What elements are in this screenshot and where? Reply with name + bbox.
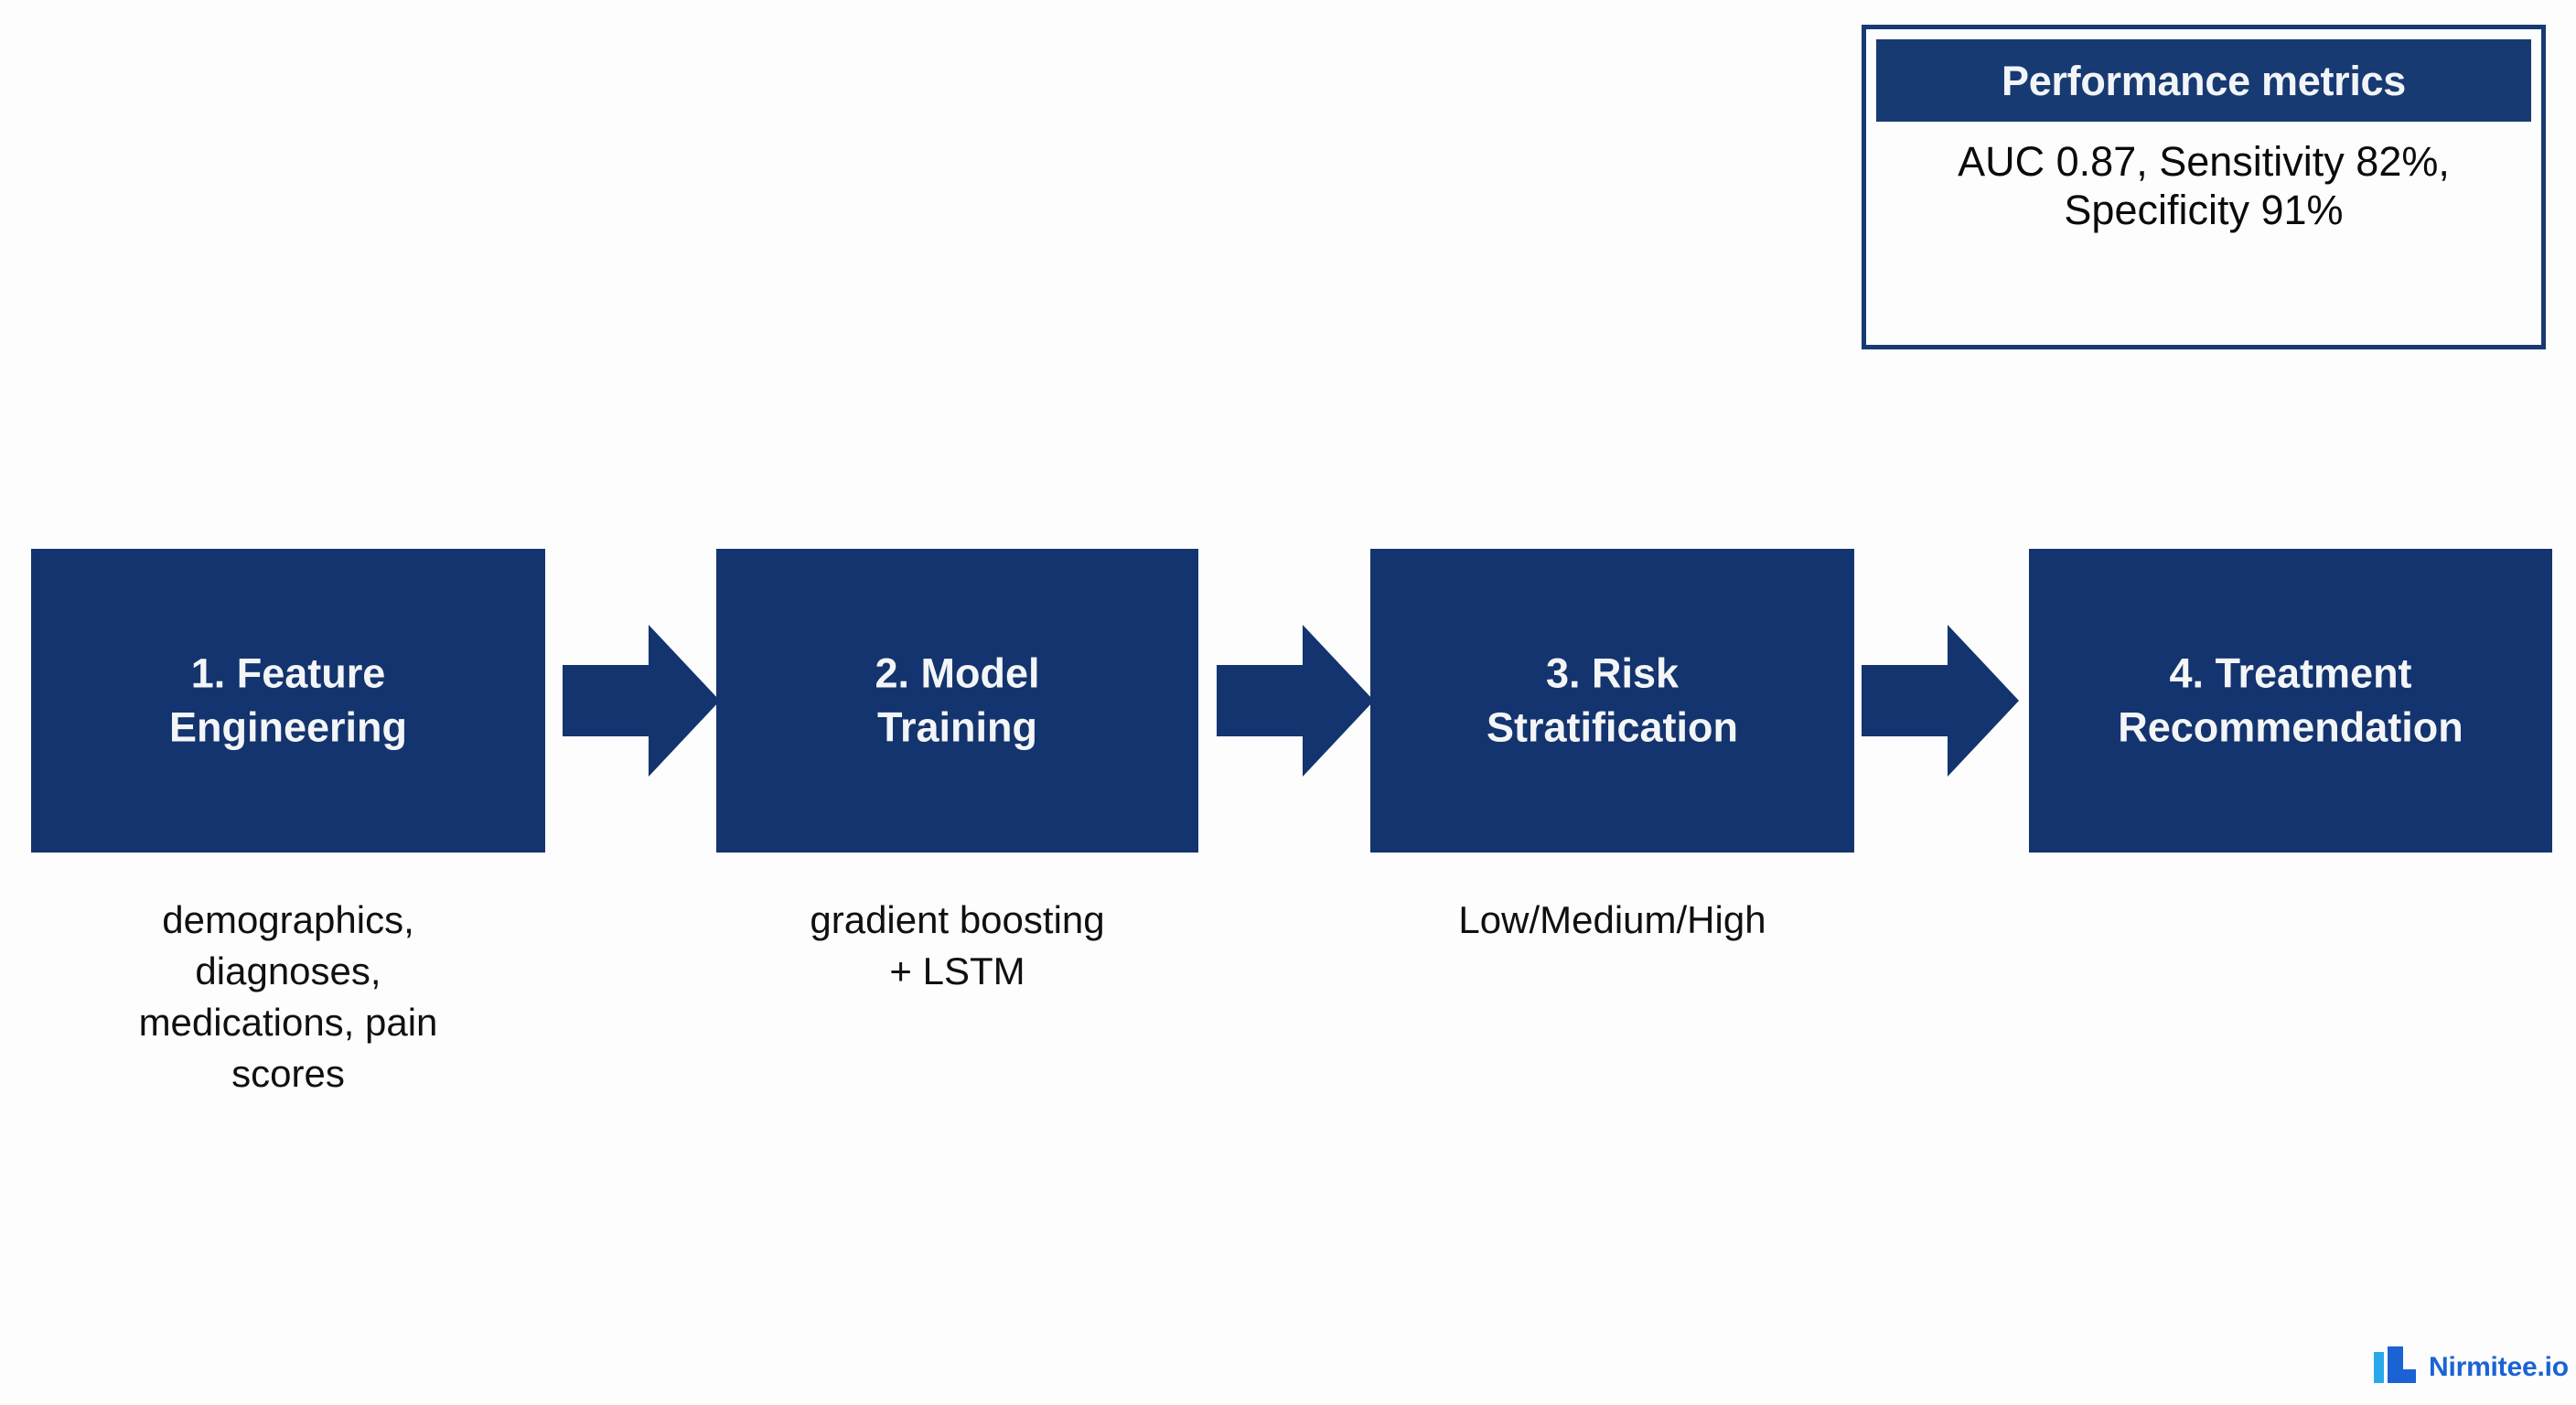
right-arrow-icon	[1217, 625, 1374, 777]
pipeline-stage-treatment-recommendation[interactable]: 4. Treatment Recommendation	[2029, 549, 2552, 853]
performance-metrics-callout: Performance metrics AUC 0.87, Sensitivit…	[1862, 25, 2546, 349]
pipeline-stage-4-label: 4. Treatment Recommendation	[2118, 649, 2463, 751]
performance-metrics-values: AUC 0.87, Sensitivity 82%, Specificity 9…	[1958, 138, 2450, 234]
ml-pipeline-flow: 1. Feature Engineering 2. Model Training…	[0, 549, 2576, 860]
right-arrow-icon	[1862, 625, 2019, 777]
pipeline-stage-2-caption: gradient boosting + LSTM	[810, 898, 1105, 992]
pipeline-stage-feature-engineering[interactable]: 1. Feature Engineering	[31, 549, 545, 853]
performance-metrics-title: Performance metrics	[2001, 57, 2406, 104]
pipeline-stage-1-caption: demographics, diagnoses, medications, pa…	[138, 898, 438, 1095]
performance-metrics-header: Performance metrics	[1876, 39, 2531, 122]
pipeline-stage-1-label: 1. Feature Engineering	[168, 649, 408, 751]
nirmitee-logo-icon	[2374, 1346, 2416, 1388]
pipeline-stage-2-label: 2. Model Training	[875, 649, 1040, 751]
pipeline-stage-3-label: 3. Risk Stratification	[1486, 649, 1739, 751]
pipeline-stage-model-training[interactable]: 2. Model Training	[716, 549, 1198, 853]
pipeline-stage-risk-stratification[interactable]: 3. Risk Stratification	[1370, 549, 1854, 853]
right-arrow-icon	[563, 625, 720, 777]
pipeline-stage-3-caption: Low/Medium/High	[1458, 898, 1766, 941]
nirmitee-wordmark: Nirmitee.io	[2429, 1351, 2569, 1382]
nirmitee-branding: Nirmitee.io	[2374, 1346, 2569, 1388]
